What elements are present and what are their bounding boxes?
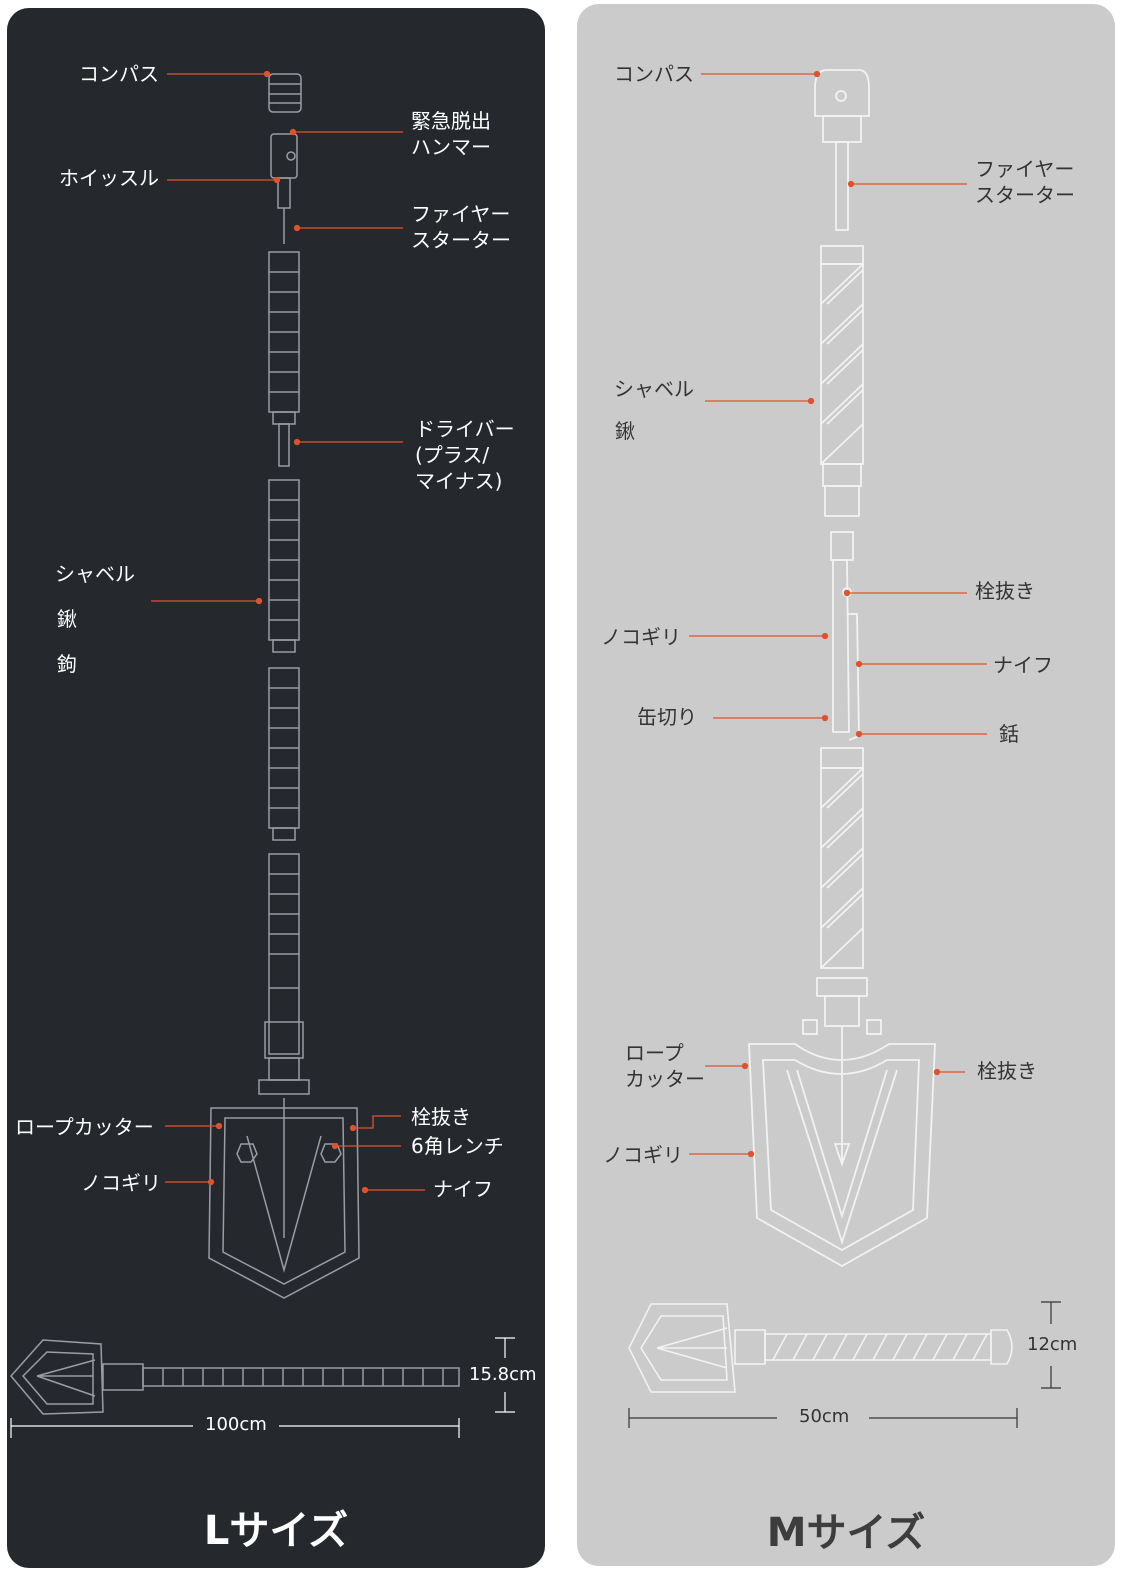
large-size-panel: コンパス 緊急脱出 ハンマー ホイッスル ファイヤー スターター ドライバー (… xyxy=(7,8,545,1568)
large-shovel-side-view xyxy=(10,1339,460,1415)
knife-label: ナイフ xyxy=(993,653,1053,677)
can-opener-label: 缶切り xyxy=(637,705,697,729)
width-dimension: 15.8cm xyxy=(469,1364,537,1385)
multi-tool-insert xyxy=(830,531,860,741)
knife-label: ナイフ xyxy=(433,1177,493,1201)
shovel-kanji-label: 鍬 xyxy=(615,419,635,443)
compass-part xyxy=(814,69,870,117)
handle-segment-2 xyxy=(268,479,300,653)
fire-starter-label: ファイヤー スターター xyxy=(975,157,1075,207)
large-callout-lines xyxy=(151,70,425,1194)
bottle-opener-label: 栓抜き xyxy=(975,579,1035,603)
handle-segment-1 xyxy=(820,245,864,517)
rope-cutter-label: ロープ カッター xyxy=(625,1041,705,1091)
shovel-label: シャベル xyxy=(614,377,694,401)
large-dimension-lines xyxy=(10,1337,515,1438)
fire-starter-part xyxy=(835,141,849,231)
shovel-kanji-2-label: 鉤 xyxy=(57,652,77,676)
handle-segment-4 xyxy=(258,853,310,1095)
handle-segment-3 xyxy=(268,667,300,841)
saw-label: ノコギリ xyxy=(81,1171,161,1195)
compass-label: コンパス xyxy=(79,62,159,86)
size-title: Mサイズ xyxy=(766,1510,926,1556)
chisel-label: 銛 xyxy=(999,722,1019,746)
handle-segment-2 xyxy=(802,747,882,1035)
medium-size-panel: コンパス ファイヤー スターター シャベル 鍬 栓抜き ノコギリ ナイフ 缶切り… xyxy=(577,4,1115,1566)
shovel-label: シャベル xyxy=(55,562,135,586)
large-blade xyxy=(208,1098,360,1299)
rope-cutter-label: ロープカッター xyxy=(15,1115,154,1139)
length-dimension: 100cm xyxy=(205,1414,267,1435)
medium-shovel-diagram xyxy=(628,69,1061,1428)
bottle-opener-2-label: 栓抜き xyxy=(977,1059,1037,1083)
handle-segment-1 xyxy=(268,251,300,425)
hammer-label: 緊急脱出 ハンマー xyxy=(411,109,491,159)
large-shovel-diagram xyxy=(10,70,515,1438)
medium-shovel-side-view xyxy=(628,1303,1013,1393)
screwdriver-label: ドライバー (プラス/ マイナス) xyxy=(415,417,515,493)
compass-label: コンパス xyxy=(614,62,694,86)
hex-wrench-label: 6角レンチ xyxy=(411,1134,504,1158)
length-dimension: 50cm xyxy=(799,1406,850,1427)
whistle-label: ホイッスル xyxy=(59,166,159,190)
fire-starter-label: ファイヤー スターター xyxy=(411,202,511,252)
medium-blade xyxy=(748,1026,936,1268)
shovel-kanji-1-label: 鍬 xyxy=(57,607,77,631)
saw-label: ノコギリ xyxy=(601,625,681,649)
width-dimension: 12cm xyxy=(1027,1334,1078,1355)
compass-part xyxy=(268,73,302,113)
screwdriver-part xyxy=(278,423,290,467)
medium-dimension-lines xyxy=(628,1301,1061,1428)
bottle-opener-label: 栓抜き xyxy=(411,1105,471,1129)
size-title: Lサイズ xyxy=(203,1508,349,1554)
medium-callout-lines xyxy=(689,70,987,1158)
whistle-hammer-part xyxy=(270,133,298,179)
saw-2-label: ノコギリ xyxy=(603,1143,683,1167)
